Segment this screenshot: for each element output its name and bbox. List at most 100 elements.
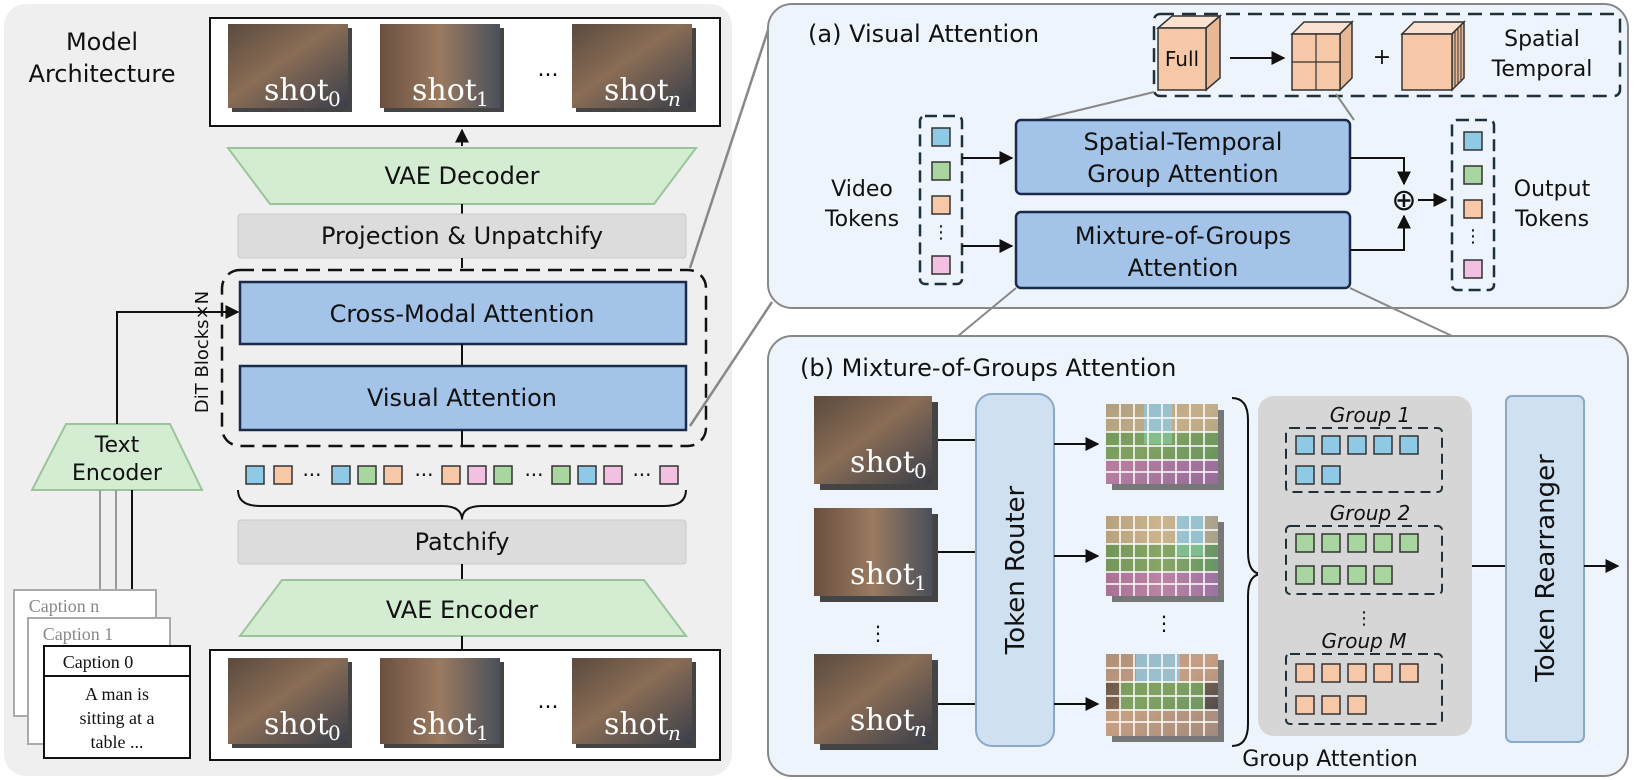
input-shot-1: shot 1 [380,658,504,748]
mog-shot-0: shot 0 [814,396,938,490]
temporal-cube [1400,20,1466,92]
group-attention-label: Group Attention [1242,747,1418,772]
mog-attention-line2: Attention [1128,254,1239,282]
video-tokens-label-line2: Tokens [824,207,899,232]
visual-attention-panel-title: (a) Visual Attention [808,20,1039,48]
group-2-box [1285,525,1443,595]
token-row: ··· ··· ··· ··· [245,463,679,487]
vae-encoder-block [238,579,688,637]
token-router-label: Token Router [1001,485,1031,655]
caption-1-label: Caption 1 [43,624,114,644]
text-encoder-label-line1: Text [94,433,140,458]
groups-vdots: ⋮ [1355,608,1373,629]
video-token [931,161,951,181]
shot-label: shot [604,707,669,742]
shot-label: shot [850,557,915,592]
grouped-frames-vdots: ⋮ [1154,611,1174,635]
token-dots: ··· [524,463,543,487]
text-encoder-block [30,423,204,491]
mog-shots-vdots: ⋮ [868,621,888,645]
projection-label: Projection & Unpatchify [321,222,603,250]
shot-subscript: n [668,87,681,111]
cross-modal-attention-label: Cross-Modal Attention [330,300,595,328]
output-token [1463,131,1483,151]
video-token [931,195,951,215]
token-dots: ··· [302,463,321,487]
mog-shot-n: shot n [814,654,938,750]
video-tokens-label-line1: Video [831,177,893,202]
full-cube: Full [1155,14,1223,92]
shot-subscript: n [668,721,681,745]
input-shot-n: shot n [572,658,696,748]
group-1-label: Group 1 [1330,403,1410,427]
dit-blocks-label: DiT Blocks×N [192,291,213,413]
group-m-label: Group M [1322,629,1407,653]
shot-label: shot [412,707,477,742]
shot-subscript: 0 [914,459,927,483]
shot-label: shot [264,73,329,108]
video-tokens-column [918,114,964,286]
output-token [1463,165,1483,185]
shot-subscript: 1 [914,571,927,595]
model-architecture-title-line2: Architecture [29,60,176,88]
st-group-attention-line1: Spatial-Temporal [1084,128,1283,156]
shot-subscript: n [914,717,927,741]
oplus-symbol: ⊕ [1391,183,1416,218]
token-router-block [975,393,1055,747]
shot-subscript: 1 [476,721,489,745]
token-dots: ··· [632,463,651,487]
shots-ellipsis: ... [538,689,559,714]
vae-encoder-label: VAE Encoder [386,596,538,624]
output-shot-1: shot 1 [380,24,504,112]
shot-subscript: 0 [328,721,341,745]
shot-label: shot [264,707,329,742]
dit-blocks-region [220,268,708,448]
group-2-tokens [1295,533,1419,585]
output-token [1463,259,1483,279]
full-label: Full [1165,47,1199,71]
mog-panel-title: (b) Mixture-of-Groups Attention [800,354,1176,382]
plus-sign: + [1373,45,1391,70]
output-tokens-label-line1: Output [1514,177,1591,202]
video-token [931,127,951,147]
group-2-label: Group 2 [1330,501,1410,525]
st-group-attention-line2: Group Attention [1087,160,1278,188]
group-1-tokens [1295,435,1419,485]
shot-label: shot [850,445,915,480]
output-shot-n: shot n [572,24,696,112]
attention-type-box [1152,12,1622,98]
mog-shot-1: shot 1 [814,508,938,602]
caption-text-line1: A man is [85,684,149,704]
temporal-label: Temporal [1491,57,1593,82]
shot-label: shot [850,703,915,738]
spatial-cube [1290,20,1354,92]
token-rearranger-label: Token Rearranger [1531,454,1561,683]
caption-n-label: Caption n [29,596,100,616]
output-tokens-column [1450,118,1496,292]
caption-0-label: Caption 0 [63,652,134,672]
patchify-label: Patchify [415,528,510,556]
shot-label: shot [604,73,669,108]
caption-text-line3: table ... [91,732,144,752]
output-tokens-vdots: ⋮ [1464,226,1482,247]
token-rearranger-block [1505,395,1585,743]
token-dots: ··· [414,463,433,487]
visual-attention-block [238,364,688,432]
grouped-frame-n [1106,654,1224,742]
grouped-frame-1 [1106,516,1224,602]
shot-subscript: 1 [476,87,489,111]
model-architecture-title-line1: Model [66,28,138,56]
group-m-box [1285,653,1443,725]
visual-attention-label: Visual Attention [367,384,557,412]
shots-ellipsis: ... [538,57,559,82]
vae-decoder-block [226,147,698,205]
output-token [1463,199,1483,219]
caption-text-line2: sitting at a [80,708,155,728]
shot-label: shot [412,73,477,108]
shot-subscript: 0 [328,87,341,111]
input-shot-0: shot 0 [228,658,352,748]
spatial-label: Spatial [1504,27,1580,52]
group-m-tokens [1295,663,1419,715]
